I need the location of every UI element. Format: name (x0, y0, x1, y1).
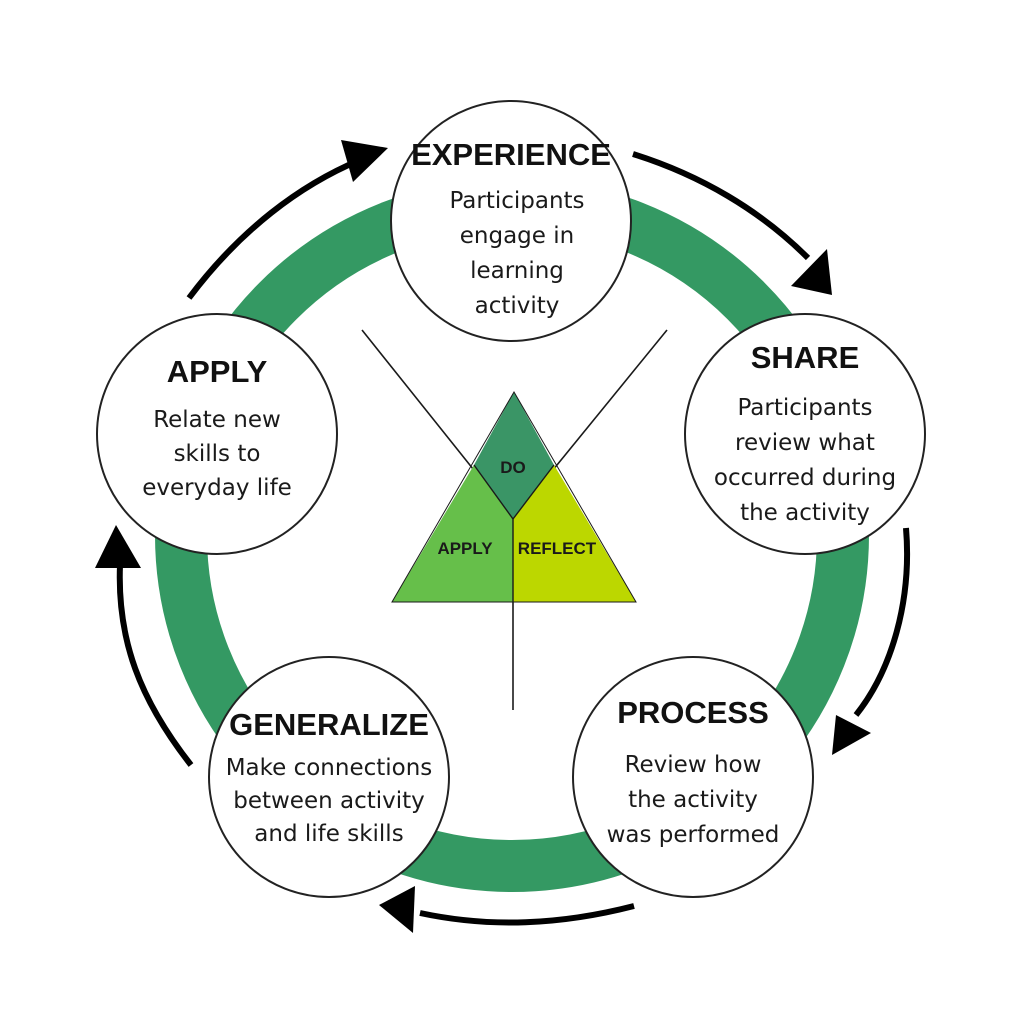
stage-circle-generalize (208, 656, 450, 898)
stage-title-experience: EXPERIENCE (411, 137, 611, 172)
stage-line: Relate new (153, 407, 281, 433)
triangle-divider-right (512, 464, 555, 520)
triangle-do-section (474, 392, 554, 519)
triangle-apply-section (392, 465, 513, 602)
stage-circle-apply (96, 313, 338, 555)
cycle-arrow-generalize-to-apply (116, 564, 194, 767)
cycle-arrow-apply-to-experience (186, 157, 362, 300)
stage-line: everyday life (142, 475, 292, 501)
stage-node-apply: APPLY Relate new skills to everyday life (96, 313, 338, 555)
stage-circle-experience (390, 100, 632, 342)
cycle-arrow-process-to-generalize-head (379, 886, 415, 933)
triangle-label-do: DO (500, 458, 526, 477)
stage-title-generalize: GENERALIZE (229, 707, 429, 742)
stage-circle-process (572, 656, 814, 898)
triangle-outline (391, 391, 637, 603)
stage-title-process: PROCESS (617, 695, 769, 730)
cycle-arrow-process-to-generalize (419, 903, 635, 926)
cycle-arrow-share-to-process-head (832, 715, 871, 755)
cycle-arrows (95, 140, 911, 933)
stage-node-generalize: GENERALIZE Make connections between acti… (208, 656, 450, 898)
stage-line: occurred during (714, 465, 896, 491)
stage-line: Participants (449, 188, 584, 214)
stage-title-apply: APPLY (167, 354, 268, 389)
stage-line: skills to (174, 441, 261, 467)
stage-line: the activity (628, 787, 758, 813)
stage-line: the activity (740, 500, 870, 526)
do-reflect-apply-triangle: DO APPLY REFLECT (391, 391, 637, 603)
stage-line: Make connections (226, 755, 433, 781)
stage-title-share: SHARE (751, 340, 860, 375)
stage-line: and life skills (254, 821, 403, 847)
triangle-label-apply: APPLY (437, 539, 493, 558)
cycle-arrow-experience-to-share-head (791, 249, 832, 295)
cycle-arrow-generalize-to-apply-head (95, 525, 141, 568)
triangle-divider-left (473, 464, 514, 520)
cycle-arrow-share-to-process (853, 527, 911, 717)
cycle-arrow-experience-to-share (632, 151, 811, 261)
triangle-label-reflect: REFLECT (518, 539, 597, 558)
stage-line: review what (735, 430, 875, 456)
stage-line: activity (475, 293, 560, 319)
stage-line: learning (470, 258, 564, 284)
triangle-reflect-section (513, 465, 636, 602)
stage-line: Review how (625, 752, 762, 778)
stage-node-share: SHARE Participants review what occurred … (684, 313, 926, 555)
stage-node-experience: EXPERIENCE Participants engage in learni… (390, 100, 632, 342)
stage-circle-share (684, 313, 926, 555)
cycle-arrow-apply-to-experience-head (341, 140, 388, 182)
stage-line: engage in (460, 223, 574, 249)
stage-line: Participants (737, 395, 872, 421)
stage-node-process: PROCESS Review how the activity was perf… (572, 656, 814, 898)
stage-line: between activity (233, 788, 425, 814)
stage-line: was performed (607, 822, 780, 848)
